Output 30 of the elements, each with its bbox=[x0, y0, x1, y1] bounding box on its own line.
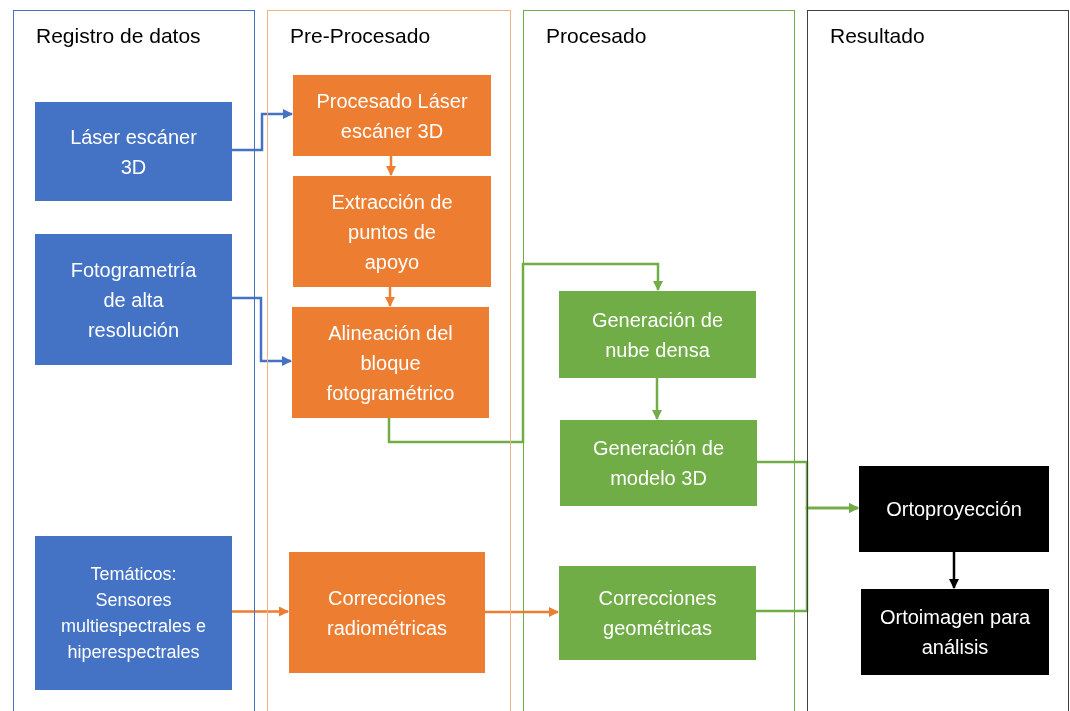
process-box: Alineación del bloque fotogramétrico bbox=[292, 307, 489, 418]
lane-heading: Pre-Procesado bbox=[290, 24, 431, 48]
lane-heading: Registro de datos bbox=[36, 24, 201, 48]
process-box: Ortoproyección bbox=[859, 466, 1049, 552]
arrow bbox=[231, 109, 293, 152]
lane-heading: Resultado bbox=[830, 24, 925, 48]
swimlane bbox=[13, 10, 255, 711]
process-box: Correcciones radiométricas bbox=[289, 552, 485, 673]
arrow bbox=[652, 377, 662, 420]
arrow bbox=[386, 155, 396, 176]
arrow bbox=[484, 607, 559, 617]
swimlane bbox=[523, 10, 795, 711]
arrow bbox=[385, 286, 395, 307]
swimlane bbox=[807, 10, 1069, 711]
process-box: Generación de modelo 3D bbox=[560, 420, 757, 506]
process-box: Correcciones geométricas bbox=[559, 566, 756, 660]
process-box: Procesado Láser escáner 3D bbox=[293, 75, 491, 156]
process-box: Generación de nube densa bbox=[559, 291, 756, 378]
arrow bbox=[231, 296, 292, 366]
process-box: Ortoimagen para análisis bbox=[861, 589, 1049, 675]
arrow bbox=[231, 606, 289, 617]
arrow bbox=[387, 262, 663, 444]
process-box: Extracción de puntos de apoyo bbox=[293, 176, 491, 287]
process-box: Fotogrametría de alta resolución bbox=[35, 234, 232, 365]
swimlane bbox=[267, 10, 511, 711]
arrow bbox=[755, 503, 859, 613]
arrow bbox=[949, 551, 959, 589]
process-box: Láser escáner 3D bbox=[35, 102, 232, 201]
process-box: Temáticos: Sensores multiespectrales e hiperespectrales bbox=[35, 536, 232, 690]
lane-heading: Procesado bbox=[546, 24, 647, 48]
